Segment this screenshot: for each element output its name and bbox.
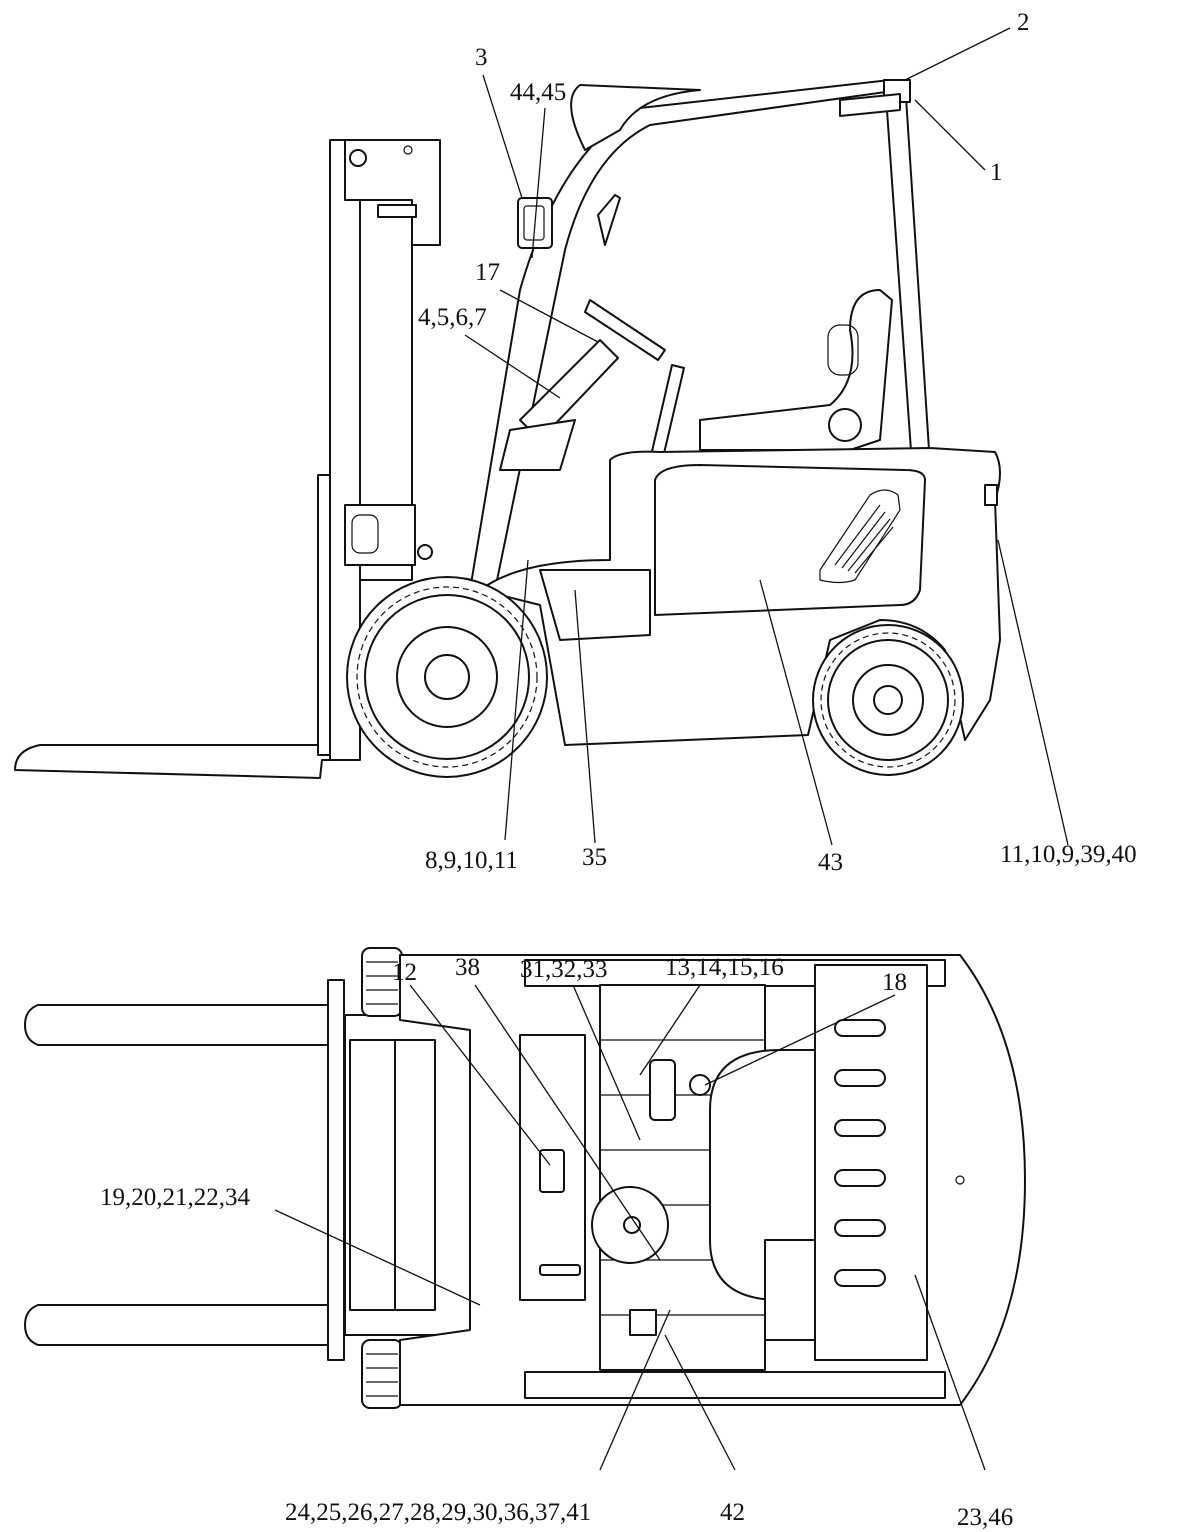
side-rear-wheel-center (873, 685, 903, 715)
callout-17: 17 (475, 259, 500, 286)
side-mirror (597, 194, 621, 246)
callout-35: 35 (582, 844, 607, 871)
side-mast-lower-bracket (344, 504, 416, 566)
callout-44-45: 44,45 (510, 79, 566, 106)
top-guard-bar-lower (524, 1371, 946, 1399)
side-battery-cover (654, 464, 926, 616)
callout-23-46: 23,46 (957, 1504, 1013, 1531)
callout-13-16: 13,14,15,16 (665, 954, 784, 981)
side-front-wheel-center (424, 654, 470, 700)
side-rear-wheel-tread (820, 632, 956, 768)
callout-3: 3 (475, 44, 488, 71)
top-lever-cluster (649, 1059, 676, 1121)
callout-2: 2 (1017, 9, 1030, 36)
top-carriage (327, 979, 345, 1361)
callout-12: 12 (392, 959, 417, 986)
callout-4-7: 4,5,6,7 (418, 304, 487, 331)
side-mast-clamp (377, 204, 417, 218)
side-vent-grille (819, 489, 901, 584)
side-mast-bolt (403, 145, 413, 155)
side-mast-slot (351, 514, 379, 554)
top-body-bolt (955, 1175, 965, 1185)
callout-38: 38 (455, 954, 480, 981)
callout-42: 42 (720, 1499, 745, 1526)
side-seat (699, 289, 893, 451)
top-view-drawing (24, 947, 1026, 1409)
callout-43: 43 (818, 849, 843, 876)
top-tire-tread-upper (366, 961, 398, 1005)
side-hydraulic-lever (649, 364, 685, 463)
side-front-wheel-tread (356, 586, 538, 768)
side-view-drawing (14, 79, 1001, 779)
top-fork-lower (24, 1304, 331, 1346)
side-dash-panel (499, 419, 576, 471)
callout-18: 18 (882, 969, 907, 996)
top-mast-channel-right (394, 1039, 436, 1311)
side-mast-pulley (349, 149, 367, 167)
side-guard-rear-bar (839, 93, 901, 117)
top-fork-upper (24, 1004, 331, 1046)
side-mast-top-bracket (344, 139, 441, 246)
callout-1: 1 (990, 159, 1003, 186)
callout-19-34: 19,20,21,22,34 (100, 1184, 251, 1211)
callout-11-40: 11,10,9,39,40 (1000, 841, 1137, 868)
side-seat-knob (828, 408, 862, 442)
top-tire-tread-lower (366, 1353, 398, 1397)
callout-8-11: 8,9,10,11 (425, 847, 518, 874)
side-view-leader-lines (464, 27, 1069, 846)
side-tilt-pivot (417, 544, 433, 560)
side-steering-wheel (584, 299, 666, 361)
side-rear-lamp (984, 484, 998, 506)
top-front-tire-lower (361, 1339, 403, 1409)
callout-24-41: 24,25,26,27,28,29,30,36,37,41 (285, 1499, 591, 1526)
side-fork (14, 591, 331, 779)
top-pedal (539, 1264, 581, 1276)
callout-31-33: 31,32,33 (520, 956, 608, 983)
top-vent-slots (834, 1019, 886, 1287)
top-steering-knob (623, 1216, 641, 1234)
top-cap-18 (689, 1074, 711, 1096)
side-vent-slats (834, 504, 894, 574)
side-rear-pillar (884, 81, 931, 466)
top-view-callouts: 12 38 31,32,33 13,14,15,16 18 19,20,21,2… (100, 954, 1013, 1531)
side-guard-front-lip (570, 84, 701, 151)
side-step (539, 569, 651, 641)
side-view-callouts: 2 1 3 44,45 17 4,5,6,7 8,9,10,11 35 43 1… (418, 9, 1137, 876)
top-mast-channel-left (349, 1039, 396, 1311)
top-pedal-plate (629, 1309, 657, 1336)
top-battery-block (764, 1239, 816, 1341)
top-view-leader-lines (274, 984, 986, 1471)
side-seat-handle (827, 324, 859, 376)
